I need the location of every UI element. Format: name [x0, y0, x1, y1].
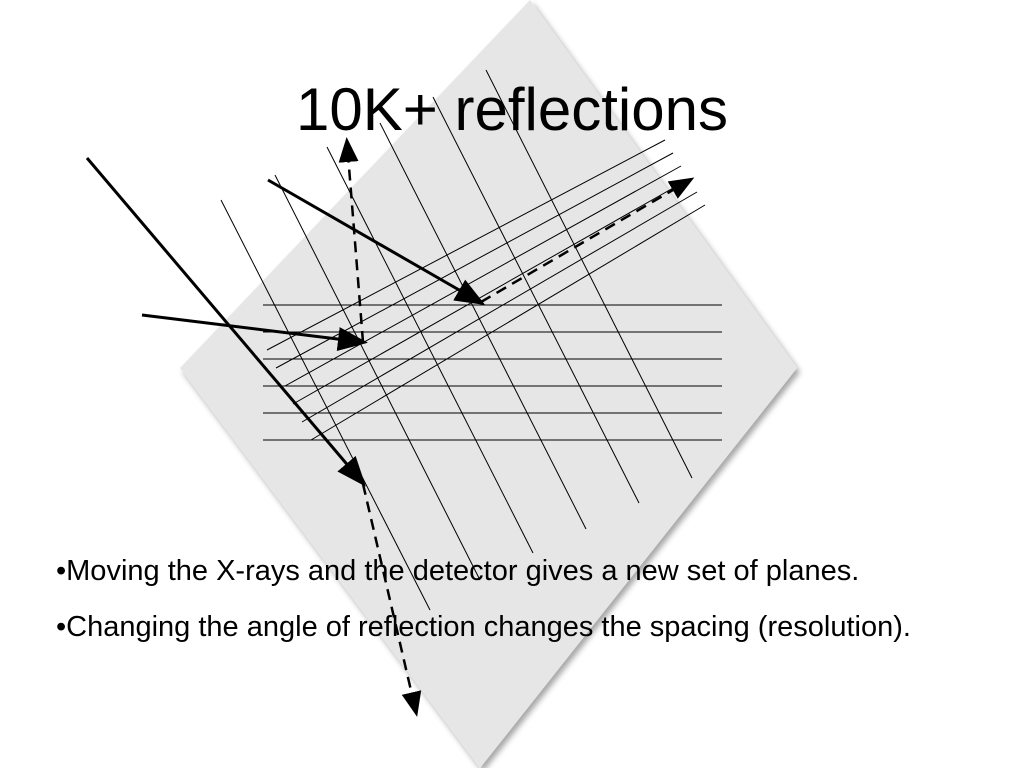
lattice-line [432, 96, 640, 504]
incident-x-rays [85, 157, 486, 487]
incident-ray-left-long [85, 157, 366, 487]
lattice-line [310, 204, 706, 441]
bullet-item: •Changing the angle of reflection change… [56, 611, 911, 643]
reflected-ray-down [361, 483, 422, 717]
lattice-line [266, 139, 666, 351]
bullet-item: •Moving the X-rays and the detector give… [56, 555, 860, 587]
reflected-ray-up [338, 137, 365, 343]
bullet-list: •Moving the X-rays and the detector give… [56, 552, 916, 664]
lattice-line [301, 191, 698, 423]
lattice-line [379, 122, 587, 530]
reflected-x-rays [338, 137, 695, 717]
reflected-ray-right [480, 177, 695, 304]
slide-title: 10K+ reflections [296, 76, 728, 143]
incident-ray-upper [267, 178, 486, 305]
lattice-line [326, 146, 534, 554]
lattice-line [292, 178, 690, 405]
lattice-line [220, 199, 431, 611]
diamond-plane [180, 0, 797, 768]
incident-ray-left-short [141, 313, 368, 351]
